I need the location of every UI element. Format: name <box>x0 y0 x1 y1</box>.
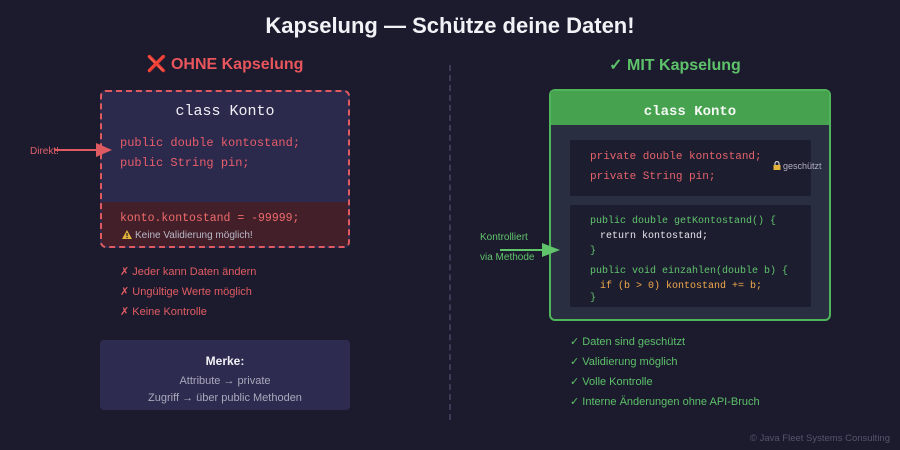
drawback-item: ✗ Ungültige Werte möglich <box>120 286 252 298</box>
direct-access-label: Direkt! <box>30 146 59 157</box>
unencapsulated-class-box: class Konto public double kontostand; pu… <box>100 90 350 248</box>
no-validation-warning: Keine Validierung möglich! <box>122 230 253 241</box>
getter-body: return kontostand; <box>600 231 709 242</box>
protected-note: geschützt <box>773 160 822 171</box>
private-field-kontostand: private double kontostand; <box>590 151 762 163</box>
private-field-pin: private String pin; <box>590 171 716 183</box>
warning-icon <box>122 230 132 239</box>
public-methods-block: public double getKontostand() { return k… <box>570 205 811 307</box>
with-encapsulation-heading: ✓ MIT Kapselung <box>609 57 741 74</box>
direct-access-arrow <box>55 143 112 157</box>
setter-body: if (b > 0) kontostand += b; <box>600 281 763 292</box>
without-encapsulation-label: OHNE Kapselung <box>170 56 304 73</box>
remember-title: Merke: <box>205 354 245 368</box>
lock-icon <box>773 160 781 170</box>
public-field-pin: public String pin; <box>120 156 250 170</box>
benefit-item: ✓ Validierung möglich <box>570 356 678 368</box>
private-fields-block: private double kontostand; private Strin… <box>570 140 811 196</box>
protected-text: geschützt <box>783 161 822 171</box>
unencapsulated-class-name: class Konto <box>175 103 275 120</box>
benefit-item: ✓ Interne Änderungen ohne API-Bruch <box>570 396 760 408</box>
diagram-title: Kapselung — Schütze deine Daten! <box>265 13 635 38</box>
copyright-notice: © Java Fleet Systems Consulting <box>749 433 890 444</box>
remember-line: Zugriff → über public Methoden <box>148 392 302 404</box>
direct-access-example: konto.kontostand = -99999; Keine Validie… <box>102 202 348 246</box>
invalid-assignment-code: konto.kontostand = -99999; <box>120 212 300 225</box>
cross-icon: ❌ <box>146 56 167 73</box>
getter-signature: public double getKontostand() { <box>590 216 777 227</box>
encapsulated-class-name: class Konto <box>643 104 737 120</box>
no-validation-text: Keine Validierung möglich! <box>135 230 253 241</box>
without-encapsulation-heading: ❌ OHNE Kapselung <box>100 54 350 74</box>
via-method-label: via Methode <box>480 252 535 263</box>
remember-box: Merke: Attribute → private Zugriff → übe… <box>100 340 350 410</box>
drawback-item: ✗ Jeder kann Daten ändern <box>120 266 257 278</box>
controlled-access-label: Kontrolliert <box>480 232 528 243</box>
benefit-item: ✓ Daten sind geschützt <box>570 336 686 348</box>
encapsulated-class-header <box>551 91 829 125</box>
getter-close: } <box>590 246 597 257</box>
drawback-item: ✗ Keine Kontrolle <box>120 306 207 318</box>
benefit-item: ✓ Volle Kontrolle <box>570 376 653 388</box>
center-divider <box>449 65 451 420</box>
remember-line: Attribute → private <box>179 375 271 387</box>
encapsulated-class-box: class Konto private double kontostand; p… <box>549 89 831 321</box>
setter-close: } <box>590 293 597 304</box>
public-field-kontostand: public double kontostand; <box>120 136 301 150</box>
controlled-access-arrow <box>500 243 560 257</box>
setter-signature: public void einzahlen(double b) { <box>590 266 789 277</box>
